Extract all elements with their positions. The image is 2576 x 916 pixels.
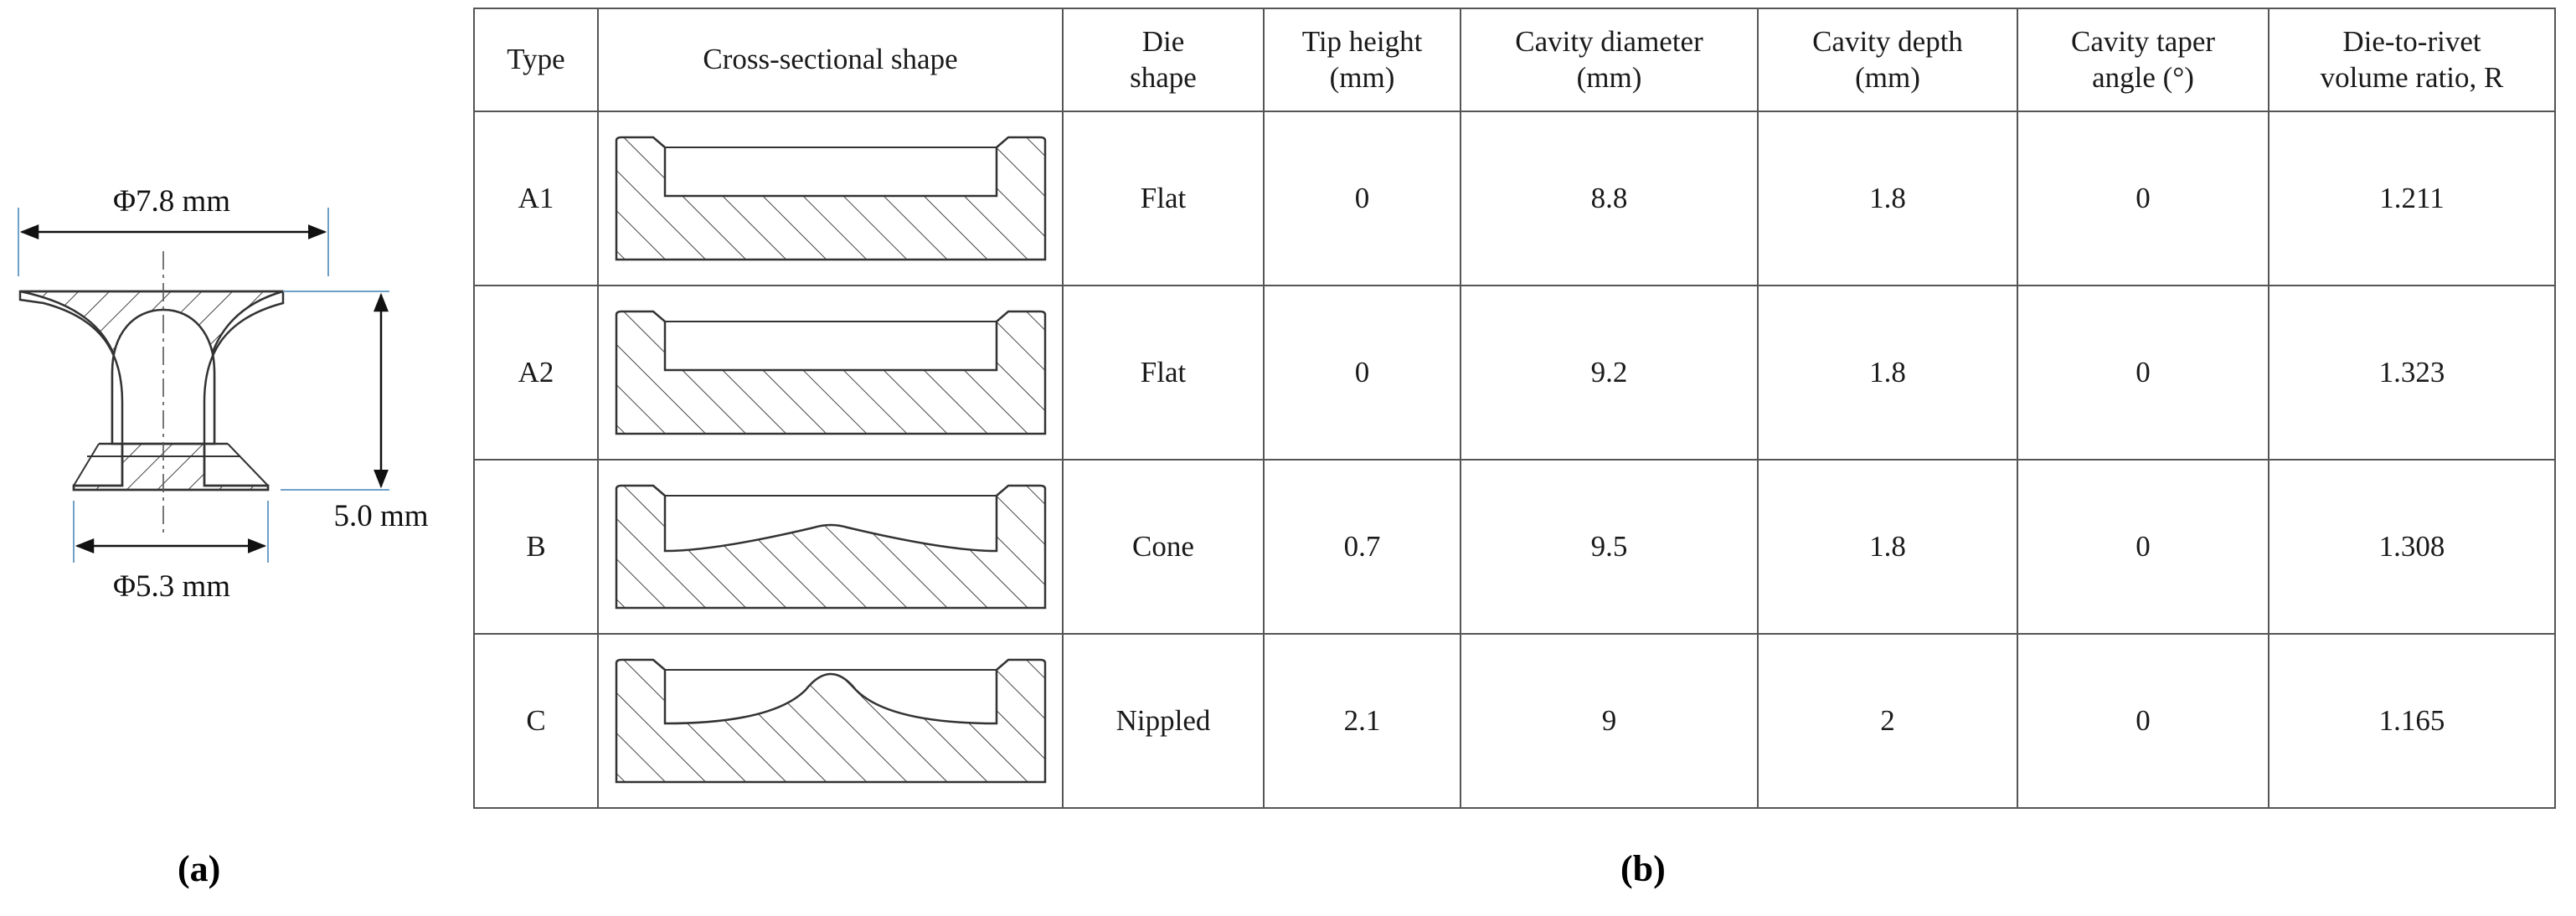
- cell-volume-ratio: 1.308: [2268, 459, 2556, 635]
- panel-label-b: (b): [1620, 848, 1666, 889]
- header-die-shape: Die shape: [1062, 8, 1265, 112]
- die-cross-section-flat: [615, 310, 1046, 435]
- cell-tip-height: 0: [1263, 285, 1461, 461]
- header-tip-height: Tip height (mm): [1263, 8, 1461, 112]
- cell-die-shape: Flat: [1062, 285, 1265, 461]
- cell-cavity-depth: 1.8: [1757, 285, 2018, 461]
- table-header-row: Type Cross-sectional shape Die shape Tip…: [473, 8, 2556, 112]
- header-type: Type: [473, 8, 599, 112]
- cell-taper-angle: 0: [2017, 633, 2269, 809]
- cell-cavity-depth: 1.8: [1757, 111, 2018, 286]
- bottom-diameter-label: Φ5.3 mm: [113, 569, 230, 604]
- header-cavity-diameter: Cavity diameter (mm): [1460, 8, 1759, 112]
- cell-cavity-depth: 1.8: [1757, 459, 2018, 635]
- cell-tip-height: 2.1: [1263, 633, 1461, 809]
- cell-tip-height: 0: [1263, 111, 1461, 286]
- cell-cross-section: [597, 285, 1064, 461]
- cell-cross-section: [597, 111, 1064, 286]
- cell-type: A1: [473, 111, 599, 286]
- top-diameter-label: Φ7.8 mm: [113, 184, 230, 219]
- cell-type: C: [473, 633, 599, 809]
- cell-volume-ratio: 1.165: [2268, 633, 2556, 809]
- cell-cavity-diameter: 9.2: [1460, 285, 1759, 461]
- cell-die-shape: Cone: [1062, 459, 1265, 635]
- die-body: [615, 658, 1046, 784]
- cell-type: B: [473, 459, 599, 635]
- header-volume-ratio: Die-to-rivet volume ratio, R: [2268, 8, 2556, 112]
- rivet-cross-section-drawing: Φ7.8 mm 5.0 mm Φ5.3 mm: [18, 184, 429, 604]
- die-body: [615, 136, 1046, 261]
- cell-cross-section: [597, 459, 1064, 635]
- cell-tip-height: 0.7: [1263, 459, 1461, 635]
- cell-cavity-diameter: 9: [1460, 633, 1759, 809]
- cell-cavity-diameter: 9.5: [1460, 459, 1759, 635]
- cell-cavity-depth: 2: [1757, 633, 2018, 809]
- cell-type: A2: [473, 285, 599, 461]
- cell-volume-ratio: 1.323: [2268, 285, 2556, 461]
- die-specification-table: Type Cross-sectional shape Die shape Tip…: [473, 8, 2556, 809]
- header-cross-sectional-shape: Cross-sectional shape: [597, 8, 1064, 112]
- header-cavity-depth: Cavity depth (mm): [1757, 8, 2018, 112]
- panel-label-a: (a): [178, 848, 221, 889]
- cell-taper-angle: 0: [2017, 285, 2269, 461]
- height-label: 5.0 mm: [333, 499, 428, 533]
- cell-taper-angle: 0: [2017, 459, 2269, 635]
- cell-die-shape: Nippled: [1062, 633, 1265, 809]
- cell-taper-angle: 0: [2017, 111, 2269, 286]
- die-cross-section-flat: [615, 136, 1046, 261]
- die-body: [615, 310, 1046, 435]
- cell-cross-section: [597, 633, 1064, 809]
- rivet-chamfer-right: [227, 443, 269, 486]
- header-cavity-taper-angle: Cavity taper angle (°): [2017, 8, 2269, 112]
- die-cross-section-cone: [615, 484, 1046, 610]
- cell-volume-ratio: 1.211: [2268, 111, 2556, 286]
- cell-cavity-diameter: 8.8: [1460, 111, 1759, 286]
- rivet-chamfer-left: [73, 443, 100, 486]
- rivet-outline: [18, 290, 285, 491]
- die-cross-section-nippled: [615, 658, 1046, 784]
- cell-die-shape: Flat: [1062, 111, 1265, 286]
- die-body: [615, 484, 1046, 610]
